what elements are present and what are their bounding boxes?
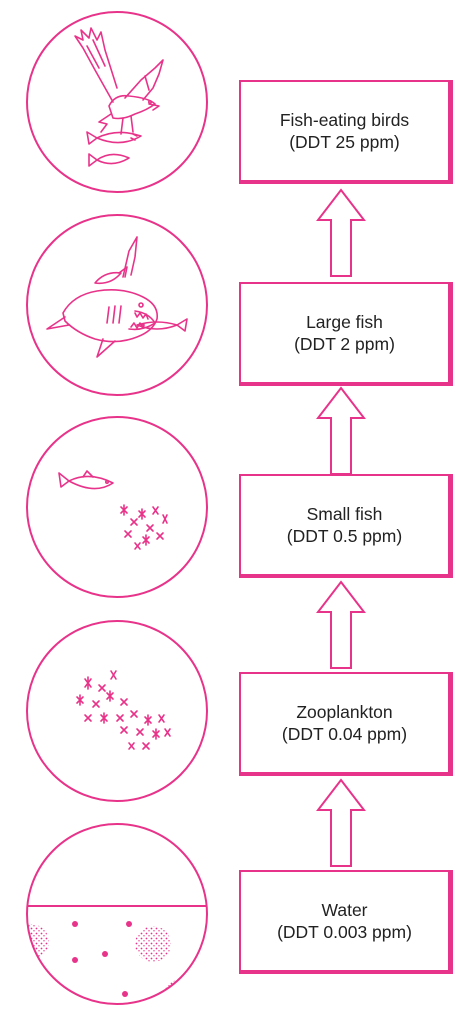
level-name: Large fish (306, 311, 383, 333)
level-name: Water (321, 899, 367, 921)
bird-icon (25, 10, 209, 194)
level-box: Water (DDT 0.003 ppm) (239, 870, 453, 974)
water-icon (25, 822, 209, 1006)
level-box: Fish-eating birds (DDT 25 ppm) (239, 80, 453, 184)
level-name: Zooplankton (296, 701, 392, 723)
small-fish-icon (25, 415, 209, 599)
shark-icon (25, 213, 209, 397)
level-name: Small fish (307, 503, 383, 525)
level-box: Zooplankton (DDT 0.04 ppm) (239, 672, 453, 776)
up-arrow-icon (316, 188, 366, 278)
level-ddt: (DDT 2 ppm) (294, 333, 395, 355)
level-ddt: (DDT 0.003 ppm) (277, 921, 412, 943)
level-ddt: (DDT 0.5 ppm) (287, 525, 402, 547)
up-arrow-icon (316, 386, 366, 476)
level-name: Fish-eating birds (280, 109, 409, 131)
zooplankton-icon (25, 619, 209, 803)
level-ddt: (DDT 25 ppm) (289, 131, 400, 153)
level-ddt: (DDT 0.04 ppm) (282, 723, 407, 745)
up-arrow-icon (316, 778, 366, 868)
level-box: Small fish (DDT 0.5 ppm) (239, 474, 453, 578)
level-box: Large fish (DDT 2 ppm) (239, 282, 453, 386)
up-arrow-icon (316, 580, 366, 670)
